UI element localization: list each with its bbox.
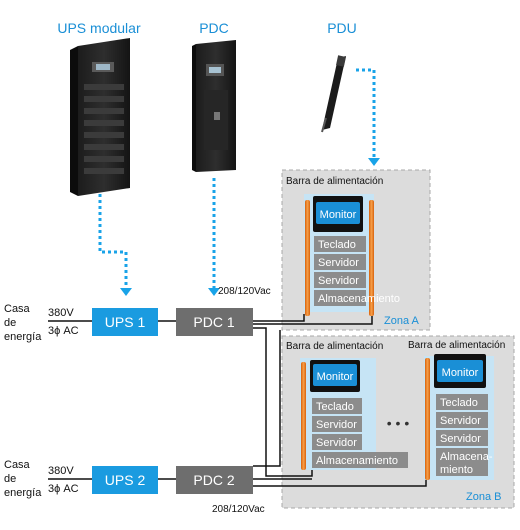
pdc2-label: PDC 2 [193, 472, 234, 488]
pdc1-label: PDC 1 [193, 314, 234, 330]
output-voltage-1: 208/120Vac [218, 286, 271, 297]
output-voltage-2: 208/120Vac [212, 504, 265, 515]
zone-b-ellipsis: • • • [387, 415, 410, 431]
zone-b-rack1-power-strip [301, 362, 306, 470]
zone-b-rack1-item-server-1: Servidor [316, 419, 357, 431]
zone-b-rack2-item-storage-line2: miento [440, 464, 473, 476]
source1-voltage: 380V [48, 307, 74, 319]
pdc1-box [176, 308, 253, 336]
zone-a-rack-title: Barra de alimentación [286, 176, 383, 187]
zone-b-rack2-item-keyboard: Teclado [440, 397, 478, 409]
source1-line3: energía [4, 331, 42, 343]
pdu-strip-image [321, 55, 346, 133]
zone-b-rack2-monitor [437, 360, 483, 382]
source2-voltage: 380V [48, 465, 74, 477]
zone-b-rack1-item-server-2: Servidor [316, 437, 357, 449]
zone-a-item-keyboard: Teclado [318, 239, 356, 251]
zone-b-label: Zona B [466, 491, 501, 503]
pdc-cabinet-image [192, 40, 236, 172]
zone-b: Barra de alimentación Monitor Teclado Se… [281, 335, 515, 509]
zone-a-power-strip-right [369, 200, 374, 316]
ups1-box [92, 308, 158, 336]
zone-a-label: Zona A [384, 315, 420, 327]
zone-a-monitor-label: Monitor [320, 209, 357, 221]
ups-dotted-arrow [98, 194, 132, 296]
zone-b-rack2-monitor-label: Monitor [442, 367, 479, 379]
zone-b-rack2-item-server-2: Servidor [440, 433, 481, 445]
source1-line1: Casa [4, 303, 31, 315]
pdc2-box [176, 466, 253, 494]
zone-b-rack1-monitor-label: Monitor [317, 371, 354, 383]
zone-b-rack2-item-server-1: Servidor [440, 415, 481, 427]
zone-a-power-strip-left [305, 200, 310, 316]
ups2-box [92, 466, 158, 494]
zone-b-rack2-item-storage-line1: Almacena- [440, 451, 493, 463]
pdc-title: PDC [199, 20, 229, 36]
source1-phase: 3ϕ AC [48, 325, 79, 337]
zone-a-item-storage: Almacenamiento [318, 293, 400, 305]
zone-b-rack2-power-strip [425, 358, 430, 480]
zone-b-rack1-monitor [313, 364, 357, 386]
source1-line2: de [4, 317, 16, 329]
zone-b-rack1-item-keyboard: Teclado [316, 401, 354, 413]
zone-b-rack1-item-storage: Almacenamiento [316, 455, 398, 467]
ups1-label: UPS 1 [105, 314, 146, 330]
zone-b-rack1-title: Barra de alimentación [286, 341, 383, 352]
pdu-title: PDU [327, 20, 357, 36]
power-wiring [48, 314, 427, 487]
zone-a: Barra de alimentación Monitor Teclado Se… [281, 169, 431, 331]
ups-title: UPS modular [57, 20, 141, 36]
pdu-dotted-arrow [356, 68, 380, 166]
ups-cabinet-image [70, 38, 130, 196]
zone-a-monitor [316, 202, 360, 224]
source2-line3: energía [4, 487, 42, 499]
source2-phase: 3ϕ AC [48, 483, 79, 495]
zone-b-rack2-title: Barra de alimentación [408, 340, 505, 351]
source2-line2: de [4, 473, 16, 485]
source2-line1: Casa [4, 459, 31, 471]
pdc-dotted-arrow [208, 178, 220, 296]
ups2-label: UPS 2 [105, 472, 146, 488]
zone-a-item-server-1: Servidor [318, 257, 359, 269]
zone-a-item-server-2: Servidor [318, 275, 359, 287]
